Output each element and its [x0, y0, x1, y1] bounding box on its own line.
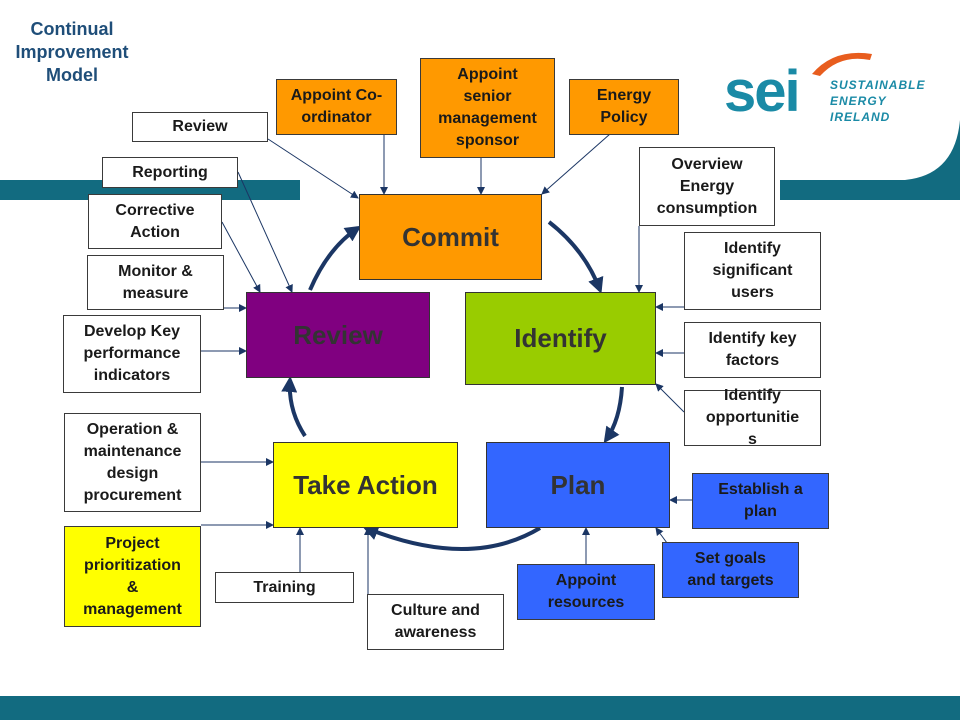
stage-identify: Identify — [465, 292, 656, 385]
appoint-coordinator-box: Appoint Co- ordinator — [276, 79, 397, 135]
monitor-measure-box: Monitor & measure — [87, 255, 224, 310]
culture-awareness-box: Culture and awareness — [367, 594, 504, 650]
stage-review: Review — [246, 292, 430, 378]
review-input-box: Review — [132, 112, 268, 142]
identify-significant-users-box: Identify significant users — [684, 232, 821, 310]
bottom-band — [0, 696, 960, 720]
establish-plan-box: Establish a plan — [692, 473, 829, 529]
project-prioritization-box: Project prioritization & management — [64, 526, 201, 627]
energy-policy-box: Energy Policy — [569, 79, 679, 135]
top-band-right — [780, 180, 960, 200]
overview-energy-box: Overview Energy consumption — [639, 147, 775, 226]
appoint-resources-box: Appoint resources — [517, 564, 655, 620]
logo-wordmark: sei — [724, 59, 801, 124]
logo-line-2: ENERGY — [830, 94, 887, 108]
kpi-box: Develop Key performance indicators — [63, 315, 201, 393]
corrective-action-box: Corrective Action — [88, 194, 222, 249]
logo-swoosh-icon — [812, 52, 872, 76]
reporting-box: Reporting — [102, 157, 238, 188]
identify-opportunities-box: Identify opportunitie s — [684, 387, 821, 448]
identify-key-factors-box: Identify key factors — [684, 322, 821, 378]
stage-take-action: Take Action — [273, 442, 458, 528]
stage-plan: Plan — [486, 442, 670, 528]
page-title: Continual Improvement Model — [15, 19, 129, 85]
sei-logo: sei SUSTAINABLE ENERGY IRELAND — [724, 40, 924, 130]
training-box: Training — [215, 572, 354, 603]
stage-commit: Commit — [359, 194, 542, 280]
appoint-sponsor-box: Appoint senior management sponsor — [420, 58, 555, 158]
set-goals-box: Set goals and targets — [662, 542, 799, 598]
logo-line-1: SUSTAINABLE — [830, 78, 926, 92]
logo-line-3: IRELAND — [830, 110, 891, 124]
operation-maintenance-box: Operation & maintenance design procureme… — [64, 413, 201, 512]
